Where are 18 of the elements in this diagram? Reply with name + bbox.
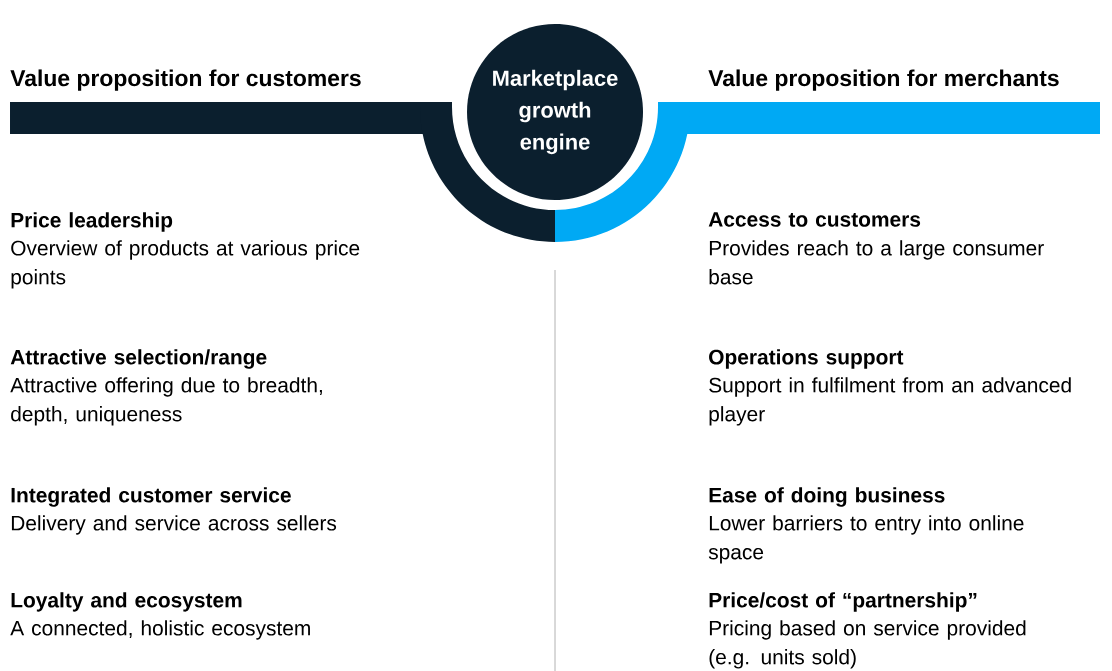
item-description: Support in fulfilment from an advanced player (709, 377, 1071, 426)
item-heading: Attractive selection/range (10, 349, 267, 369)
item-heading: Access to customers (708, 212, 921, 227)
item-heading: Integrated customer service (11, 487, 291, 507)
item-description: Pricing based on service provided (e.g. units sold) (709, 620, 1026, 669)
item-heading: Price/cost of “partnership” (709, 592, 977, 612)
item-description: Attractive offering due to breadth, depth, uniqueness (10, 377, 322, 426)
item-description: A connected, holistic ecosystem (10, 620, 310, 640)
node-label: Value proposition for customers (10, 69, 361, 91)
item-description: Provides reach to a large consumer base (709, 240, 1044, 285)
item-description: Delivery and service across sellers (11, 515, 337, 535)
item-heading: Loyalty and ecosystem (11, 592, 242, 612)
item-description: Lower barriers to entry into online space (708, 515, 1024, 564)
item-heading: Price leadership (11, 212, 173, 232)
node-label: Value proposition for merchants (708, 69, 1059, 91)
item-heading: Ease of doing business (709, 487, 945, 507)
item-heading: Operations support (709, 349, 904, 369)
item-description: Overview of products at various price points (11, 240, 360, 289)
